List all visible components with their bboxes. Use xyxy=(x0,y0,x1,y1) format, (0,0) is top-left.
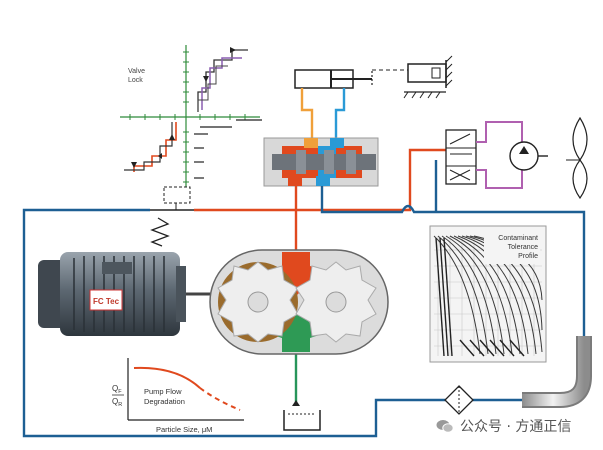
relief-valve xyxy=(150,186,194,247)
return-filter xyxy=(444,385,474,415)
spool-land-1 xyxy=(296,150,306,174)
hysteresis-lower-black xyxy=(124,122,173,171)
load-spring xyxy=(431,67,441,79)
watermark-text: 公众号 · 方通正信 xyxy=(460,419,572,435)
chart-ticks xyxy=(129,51,246,183)
electric-motor: FC Tec xyxy=(38,252,214,336)
hysteresis-upper-black xyxy=(197,49,248,112)
right-gear xyxy=(295,261,377,343)
ground-base-hatch xyxy=(403,91,441,99)
hydraulic-motor-symbol xyxy=(509,141,548,171)
pump-flow-degradation-chart: Pump Flow Degradation QF QR Particle Siz… xyxy=(112,358,244,434)
valve-lock-label-line1: Valve xyxy=(128,68,145,75)
profile-title-bg xyxy=(484,230,540,264)
motor-symbol-triangle xyxy=(519,146,529,154)
hysteresis-arrows xyxy=(131,47,236,168)
pfd-x-label: Particle Size, μM xyxy=(156,425,212,434)
profile-title-line3: Profile xyxy=(518,253,538,260)
pfd-qf: QF xyxy=(112,384,122,395)
profile-curves xyxy=(433,235,543,355)
pfd-qr: QR xyxy=(112,397,122,408)
profile-title-line2: Tolerance xyxy=(508,244,538,251)
profile-title-line1: Contaminant xyxy=(498,235,538,242)
motor-flange xyxy=(176,266,186,322)
left-gear-hub xyxy=(247,291,269,313)
motor-brand-label: FC Tec xyxy=(93,297,120,306)
pilot-line-blue xyxy=(334,88,346,138)
valve-port-b xyxy=(330,138,344,148)
watermark: 公众号 · 方通正信 xyxy=(436,414,571,438)
valve-arrow-1 xyxy=(449,133,471,145)
pfd-curve-solid xyxy=(133,366,201,389)
spool-land-3 xyxy=(346,150,356,174)
spool-valve xyxy=(263,137,379,187)
ground-hatch xyxy=(445,55,453,87)
motor-badge xyxy=(89,289,123,311)
hysteresis-inner xyxy=(197,65,228,112)
suction-strainer xyxy=(292,400,300,406)
valve-lock-chart: Valve Lock xyxy=(120,45,262,200)
hysteresis-upper-purple xyxy=(201,57,242,110)
profile-hatching xyxy=(435,237,525,357)
valve-port-a xyxy=(304,138,318,148)
motor-terminal-box xyxy=(102,262,132,274)
valve-arrow-4 xyxy=(449,169,471,181)
wechat-icon xyxy=(436,420,454,433)
valve-port-t xyxy=(316,176,330,186)
gear-pump xyxy=(209,249,389,355)
pfd-curve-dashed xyxy=(199,387,241,411)
contaminant-profile-chart: Contaminant Tolerance Profile xyxy=(429,225,547,363)
hysteresis-lower-orange xyxy=(133,122,177,172)
pilot-line-orange xyxy=(300,88,314,138)
left-gear xyxy=(217,261,299,343)
spool-land-2 xyxy=(324,150,334,174)
tank-outline xyxy=(283,410,321,431)
chart-dashes xyxy=(194,119,262,179)
relief-valve-pilot xyxy=(163,186,191,204)
valve-port-p xyxy=(288,176,302,186)
fan-icon xyxy=(566,116,588,200)
reservoir-tank xyxy=(283,400,321,431)
pipe-inner xyxy=(522,336,590,406)
return-line-upper xyxy=(320,186,586,340)
return-pipe-elbow xyxy=(522,336,592,408)
directional-valve xyxy=(445,129,477,185)
hydraulic-cylinder xyxy=(294,55,453,99)
pressure-line-main xyxy=(194,148,452,212)
pfd-label-line1: Pump Flow xyxy=(144,387,182,396)
pfd-label-line2: Degradation xyxy=(144,397,185,406)
right-gear-hub xyxy=(325,291,347,313)
pump-inlet-chamber xyxy=(270,310,322,352)
pump-outlet-chamber xyxy=(270,252,322,296)
relief-valve-spring xyxy=(150,217,170,247)
return-line-lower xyxy=(22,208,446,438)
valve-lock-label-line2: Lock xyxy=(128,77,143,84)
